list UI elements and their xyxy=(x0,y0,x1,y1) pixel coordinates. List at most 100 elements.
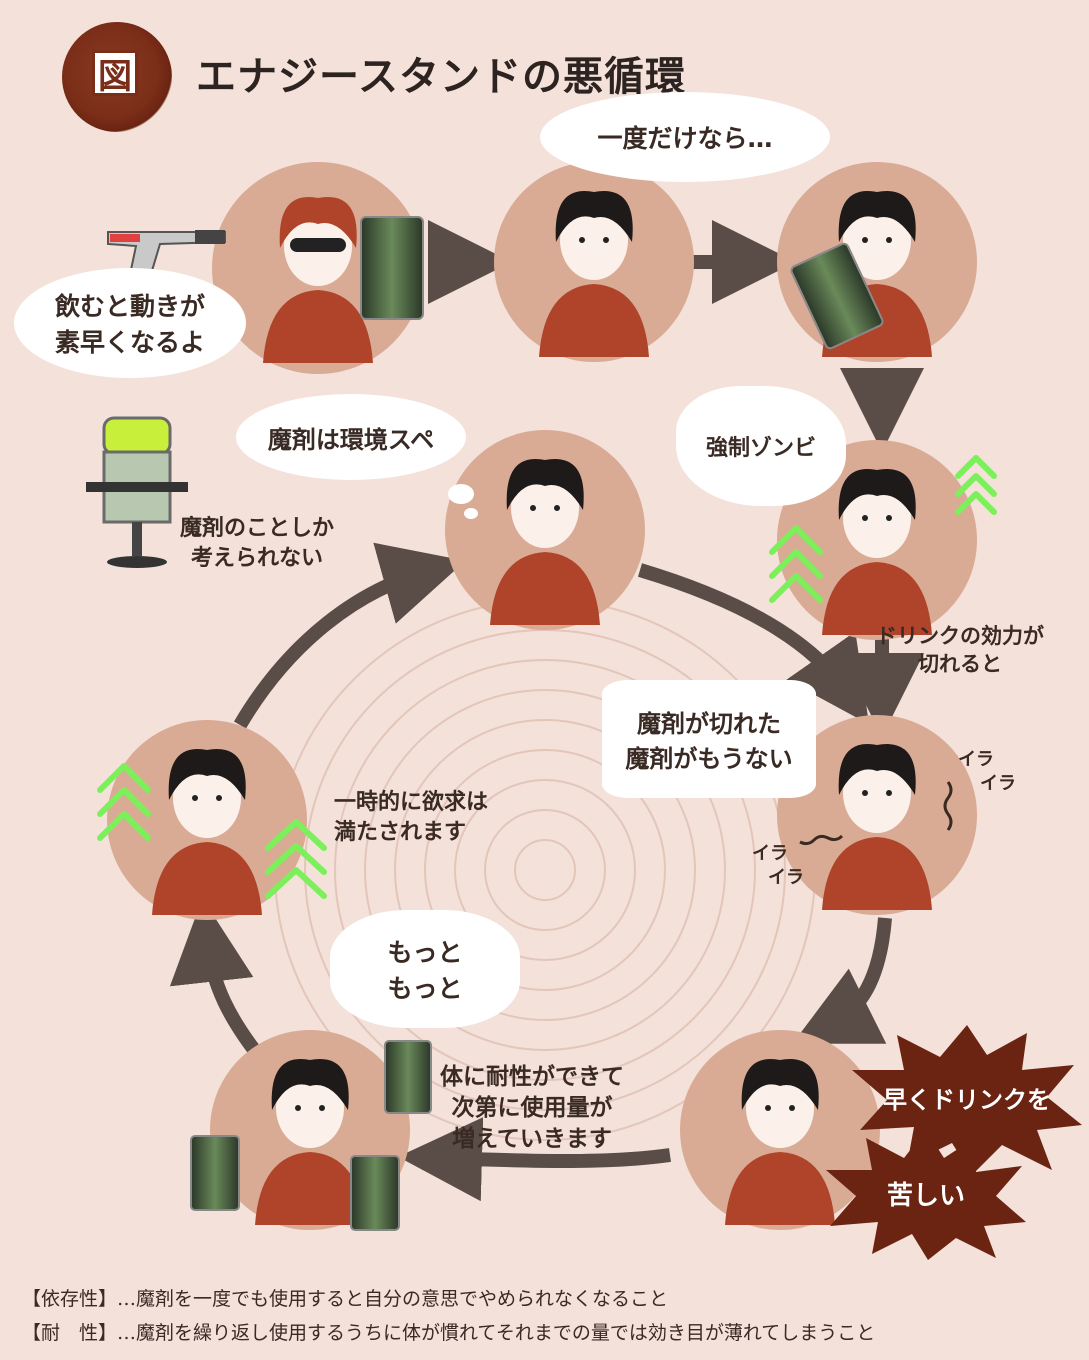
label-ira-1-a: イラ xyxy=(958,749,994,770)
shirt xyxy=(822,837,932,910)
label-ira-2-a: イラ xyxy=(752,843,788,864)
label-tolerance-line3: 増えていきます xyxy=(452,1126,612,1153)
bubble-runout-line1: 魔剤が切れた xyxy=(637,710,781,738)
person-figure xyxy=(725,1059,835,1225)
bubble-runout: 魔剤が切れた魔剤がもうない xyxy=(602,680,816,798)
hair xyxy=(279,197,357,248)
label-tolerance: 体に耐性ができて 次第に使用量が 増えていきます xyxy=(440,1062,624,1155)
bubble-zombie: 強制ゾンビ xyxy=(676,386,846,506)
bubble-speed-line2: 素早くなるよ xyxy=(54,328,205,357)
person-figure xyxy=(255,1059,365,1225)
label-think-line2: 考えられない xyxy=(191,545,324,571)
eye xyxy=(886,515,892,521)
bubble-env-text: 魔剤は環境スペ xyxy=(267,424,435,454)
sunglasses xyxy=(290,238,346,252)
page-title: エナジースタンドの悪循環 xyxy=(196,53,686,100)
label-ira-1-b: イラ xyxy=(980,773,1016,795)
shirt xyxy=(490,552,600,625)
person-figure xyxy=(263,197,373,363)
label-tolerance-line2: 次第に使用量が xyxy=(451,1095,613,1122)
eye xyxy=(579,237,585,243)
eye xyxy=(886,237,892,243)
person-figure xyxy=(490,459,600,625)
hair xyxy=(838,469,916,520)
head xyxy=(511,468,579,548)
thought-dot xyxy=(464,508,478,519)
burst-hurry-text: 早くドリンクを xyxy=(883,1086,1051,1114)
eye xyxy=(862,237,868,243)
flow-arrows xyxy=(169,220,924,1202)
eye xyxy=(295,1105,301,1111)
label-satisfied: 一時的に欲求は 満たされます xyxy=(334,788,488,847)
label-think-line1: 魔剤のことしか xyxy=(180,516,335,541)
hair xyxy=(168,749,246,800)
eye xyxy=(862,790,868,796)
label-tolerance-line1: 体に耐性ができて xyxy=(440,1064,624,1090)
hair xyxy=(741,1059,819,1110)
title-badge-label: 図 xyxy=(92,50,138,97)
footnote-tolerance: 【耐 性】…魔剤を繰り返し使用するうちに体が慣れてそれまでの量では効き目が薄れて… xyxy=(22,1322,876,1344)
bubble-once: 一度だけなら… xyxy=(540,92,830,182)
label-satisfied-line1: 一時的に欲求は xyxy=(334,790,489,815)
burst-pain-text: 苦しい xyxy=(886,1181,965,1211)
bubble-zombie-text: 強制ゾンビ xyxy=(705,435,816,461)
bubble-speed-line1: 飲むと動きが xyxy=(54,292,205,321)
people xyxy=(152,191,932,1225)
eye xyxy=(530,505,536,511)
person-figure xyxy=(822,469,932,635)
hair xyxy=(838,191,916,242)
shirt xyxy=(255,1152,365,1225)
head xyxy=(843,753,911,833)
eye xyxy=(192,795,198,801)
bubble-runout-line2: 魔剤がもうない xyxy=(625,745,793,773)
label-ira-2-b: イラ xyxy=(768,867,804,889)
shirt xyxy=(152,842,262,915)
head xyxy=(173,758,241,838)
label-wearoff: ドリンクの効力が 切れると xyxy=(876,622,1044,679)
energy-can-icon xyxy=(350,1155,400,1231)
head xyxy=(843,200,911,280)
title-badge: 図 xyxy=(62,22,172,132)
energy-can-icon xyxy=(384,1040,432,1114)
label-think: 魔剤のことしか 考えられない xyxy=(180,514,334,573)
head xyxy=(843,478,911,558)
label-ira-1: イラ イラ xyxy=(958,748,1016,797)
shirt xyxy=(822,562,932,635)
eye xyxy=(886,790,892,796)
eye xyxy=(789,1105,795,1111)
energy-can-icon xyxy=(190,1135,240,1211)
eye xyxy=(862,515,868,521)
label-ira-2: イラ イラ xyxy=(752,842,804,891)
person-figure xyxy=(822,744,932,910)
energy-can-icon xyxy=(360,216,424,320)
footnote-dependence: 【依存性】…魔剤を一度でも使用すると自分の意思でやめられなくなること xyxy=(22,1288,669,1310)
label-satisfied-line2: 満たされます xyxy=(334,819,467,845)
burst-pain xyxy=(826,1130,1026,1260)
eye xyxy=(765,1105,771,1111)
head xyxy=(746,1068,814,1148)
label-wearoff-line1: ドリンクの効力が xyxy=(876,624,1044,648)
shirt xyxy=(263,290,373,363)
eye xyxy=(216,795,222,801)
label-wearoff-line2: 切れると xyxy=(918,652,1002,677)
burst-hurry xyxy=(852,1025,1082,1175)
eye xyxy=(319,1105,325,1111)
bubble-env: 魔剤は環境スペ xyxy=(236,394,466,480)
bubble-more: もっともっと xyxy=(330,910,520,1028)
shirt xyxy=(725,1152,835,1225)
vending-machine-icon xyxy=(86,416,188,568)
eye xyxy=(554,505,560,511)
hair xyxy=(555,191,633,242)
hair xyxy=(506,459,584,510)
hair xyxy=(838,744,916,795)
bubble-once-text: 一度だけなら… xyxy=(597,124,773,153)
head xyxy=(560,200,628,280)
bubble-more-line1: もっと xyxy=(387,938,463,967)
bubble-more-line2: もっと xyxy=(387,974,463,1003)
shirt xyxy=(539,284,649,357)
eye xyxy=(603,237,609,243)
person-figure xyxy=(539,191,649,357)
hair xyxy=(271,1059,349,1110)
bubble-speed: 飲むと動きが素早くなるよ xyxy=(14,268,246,378)
thought-dot xyxy=(448,484,474,504)
